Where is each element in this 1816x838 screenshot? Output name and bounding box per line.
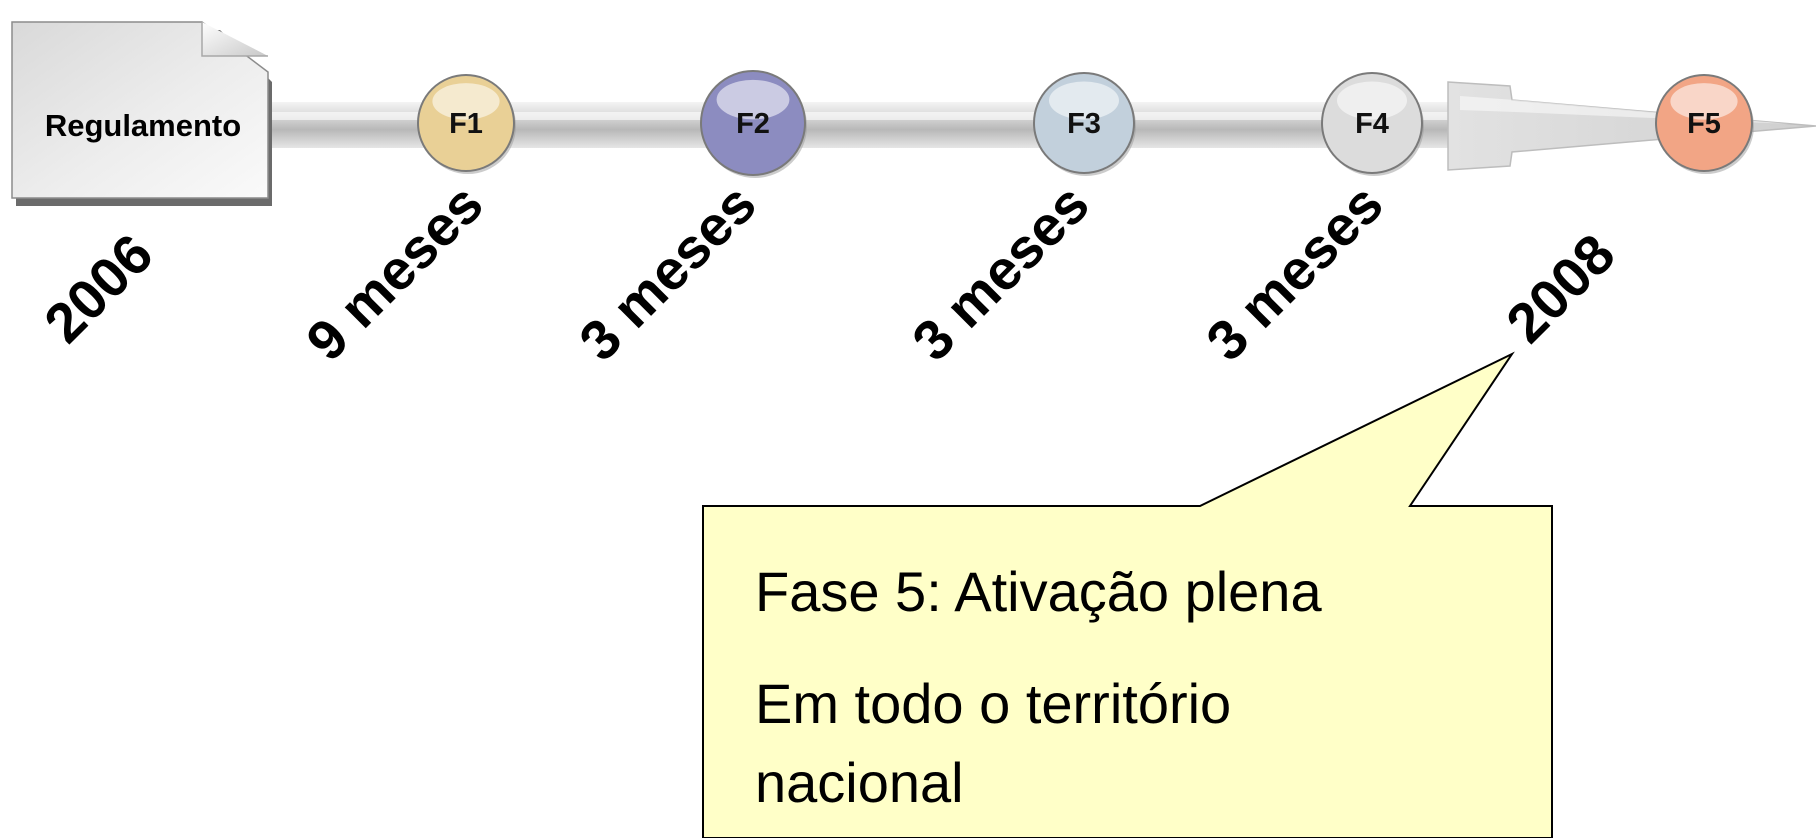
timeline-arrow xyxy=(1447,81,1816,171)
callout-box xyxy=(702,351,1553,838)
duration-f3-label: 3 meses xyxy=(900,172,1101,373)
phase-f2-label: F2 xyxy=(736,108,770,140)
phase-f4-label: F4 xyxy=(1355,108,1389,140)
phase-f1-circle: F1 xyxy=(417,74,516,174)
callout-title: Fase 5: Ativação plena xyxy=(755,560,1322,623)
duration-f4-label: 3 meses xyxy=(1194,172,1395,373)
phase-f3-circle: F3 xyxy=(1033,72,1136,176)
timeline-bar-highlight xyxy=(270,112,1480,120)
phase-f4-circle: F4 xyxy=(1321,72,1424,176)
callout-line-2: nacional xyxy=(755,751,964,814)
phase-f5-label: F5 xyxy=(1687,108,1721,140)
phase-f3-label: F3 xyxy=(1067,108,1101,140)
phase-f1-label: F1 xyxy=(449,108,483,140)
regulation-document-icon xyxy=(11,21,272,206)
year-2006-label: 2006 xyxy=(32,222,165,355)
year-2008-label: 2008 xyxy=(1494,222,1627,355)
callout-line-1: Em todo o território xyxy=(755,672,1231,735)
phase-f2-circle: F2 xyxy=(700,70,807,178)
phase-f5-circle: F5 xyxy=(1655,74,1754,174)
duration-f1-label: 9 meses xyxy=(294,172,495,373)
document-label: Regulamento xyxy=(45,108,241,143)
duration-f2-label: 3 meses xyxy=(567,172,768,373)
